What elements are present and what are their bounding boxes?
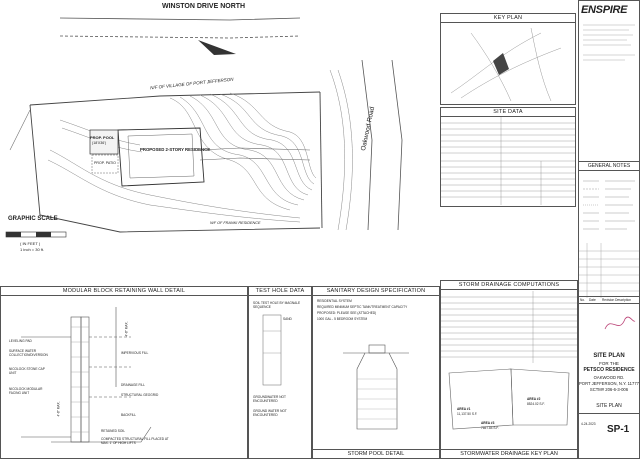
scale-ratio: 1 inch = 30 ft. (20, 247, 45, 252)
wall-label-compacted-fill: COMPACTED STRUCTURAL FILL PLACED AT MAX.… (101, 437, 169, 445)
wall-label-facing-unit: NICOLOCK MODULAR FACING UNIT (9, 387, 43, 395)
sanitary-detail: SANITARY DESIGN SPECIFICATION RESIDENTIA… (312, 286, 440, 459)
retaining-wall-drawing (21, 307, 152, 443)
road-winston-label: WINSTON DRIVE NORTH (162, 3, 246, 10)
address-line-2: PORT JEFFERSON, N.Y. 11777 (579, 381, 639, 386)
site-plan-drawing (5, 17, 403, 238)
storm-area-2-size: 8524.02 S.F. (527, 402, 545, 406)
firm-logo: ENSPIRE (581, 4, 628, 16)
wall-height-upper: 4'-8" MAX. (124, 321, 129, 337)
test-hole-line-3: GROUNDWATER NOT ENCOUNTERED (253, 395, 286, 403)
address-line-1: OAKWOOD RD. (593, 375, 625, 380)
test-hole-line-4: GROUND WATER NOT ENCOUNTERED (253, 409, 287, 417)
wall-label-impervious-fill: IMPERVIOUS FILL (121, 351, 149, 355)
storm-area-2-label: AREA #2 (527, 397, 541, 401)
key-plan-title: KEY PLAN (441, 14, 575, 23)
rev-header-desc: Revision Description (602, 298, 632, 302)
rev-header-no: No. (580, 298, 585, 302)
site-data-table (441, 117, 575, 205)
test-hole-log (262, 314, 282, 386)
general-notes-legend (583, 180, 635, 230)
franki-property-note: N/F OF FRANKI RESIDENCE (210, 221, 261, 225)
pool-size-label: (18'X36') (92, 141, 107, 145)
rev-header-date: Date (589, 298, 596, 302)
footer-sheet-title: SITE PLAN (596, 403, 622, 409)
sheet-number: SP-1 (607, 424, 630, 435)
pool-label: PROP. POOL (90, 135, 115, 140)
sanitary-line-3: PROPOSED: PLEASE SEE (ATTACHED) (317, 311, 377, 315)
storm-key-plan-drawing (448, 368, 570, 430)
address-line-3: SCTM# 206-6-3-006 (589, 387, 629, 392)
graphic-scale-title: GRAPHIC SCALE (8, 216, 58, 222)
wall-label-geogrid: STRUCTURAL GEOGRID (121, 393, 159, 397)
storm-pool-drawing (343, 344, 409, 430)
storm-computations-table (441, 291, 577, 363)
sanitary-line-4: 1000 GAL - 5 BEDROOM SYSTEM (317, 317, 368, 321)
sanitary-line-2: REQUIRED MINIMUM SEPTIC TANK/TREATMENT C… (317, 305, 408, 309)
date-value: 4-24-2023 (581, 422, 596, 426)
site-plan-area: WINSTON DRIVE NORTH N/F OF VILLAGE OF PO… (0, 0, 440, 286)
storm-area-1-size: 11,137.50 S.F. (457, 412, 478, 416)
site-data-panel: SITE DATA (440, 107, 576, 207)
firm-info-lines (583, 24, 635, 61)
wall-label-leveling-pad: LEVELING PAD (9, 339, 32, 343)
test-hole-line-1: SOIL TEST HOLE BY MAGNALE SEQUENCE (253, 301, 301, 309)
sheet-title-3: PETSCO RESIDENCE (583, 367, 635, 373)
wall-label-stone-cap: NICOLOCK STONE CAP UNIT (9, 367, 45, 375)
sheet-title-1: SITE PLAN (593, 353, 625, 359)
storm-pool-title: STORM POOL DETAIL (313, 449, 439, 458)
key-plan-panel: KEY PLAN (440, 13, 576, 105)
retaining-wall-title: MODULAR BLOCK RETAINING WALL DETAIL (1, 287, 247, 296)
test-hole-title: TEST HOLE DATA (249, 287, 311, 296)
storm-key-plan-title: STORMWATER DRAINAGE KEY PLAN (441, 449, 577, 458)
patio-label: PROP. PATIO (94, 161, 116, 165)
retaining-wall-detail: MODULAR BLOCK RETAINING WALL DETAIL LEVE… (0, 286, 248, 459)
wall-label-retained-soil: RETAINED SOIL (101, 429, 126, 433)
test-hole-line-2: SAND (283, 317, 292, 321)
sheet-title-2: FOR THE (599, 361, 619, 366)
storm-area-3-size: 7657.84 S.F. (481, 426, 499, 430)
wall-label-backfill: BACKFILL (121, 413, 137, 417)
storm-area-3-label: AREA #3 (481, 421, 495, 425)
wall-label-surface-water: SURFACE WATER COLLECTION/DIVERSION (9, 349, 48, 357)
title-block: ENSPIRE GENERAL NOTES (578, 0, 640, 459)
storm-drainage-computations: STORM DRAINAGE COMPUTATIONS AREA #1 11,1… (440, 280, 578, 459)
sheet-number-block: 4-24-2023 SP-1 (579, 413, 639, 459)
revision-grid (579, 243, 639, 298)
sanitary-line-1: RESIDENTIAL SYSTEM (317, 299, 352, 303)
wall-height-lower: 4'-8" MAX. (56, 401, 61, 417)
revision-header-row: No. Date Revision Description (579, 296, 639, 304)
engineer-seal (604, 316, 636, 330)
site-data-title: SITE DATA (441, 108, 575, 117)
scale-units: ( IN FEET ) (20, 241, 41, 246)
test-hole-detail: TEST HOLE DATA SOIL TEST HOLE BY MAGNALE… (248, 286, 312, 459)
key-plan-map (450, 27, 562, 102)
storm-area-1-label: AREA #1 (457, 407, 471, 411)
general-notes-title: GENERAL NOTES (579, 161, 639, 171)
storm-computations-title: STORM DRAINAGE COMPUTATIONS (441, 281, 577, 290)
residence-label: PROPOSED 2-STORY RESIDENCE (140, 147, 211, 152)
wall-label-drainage-fill: DRAINAGE FILL (121, 383, 145, 387)
sanitary-title: SANITARY DESIGN SPECIFICATION (313, 287, 439, 296)
